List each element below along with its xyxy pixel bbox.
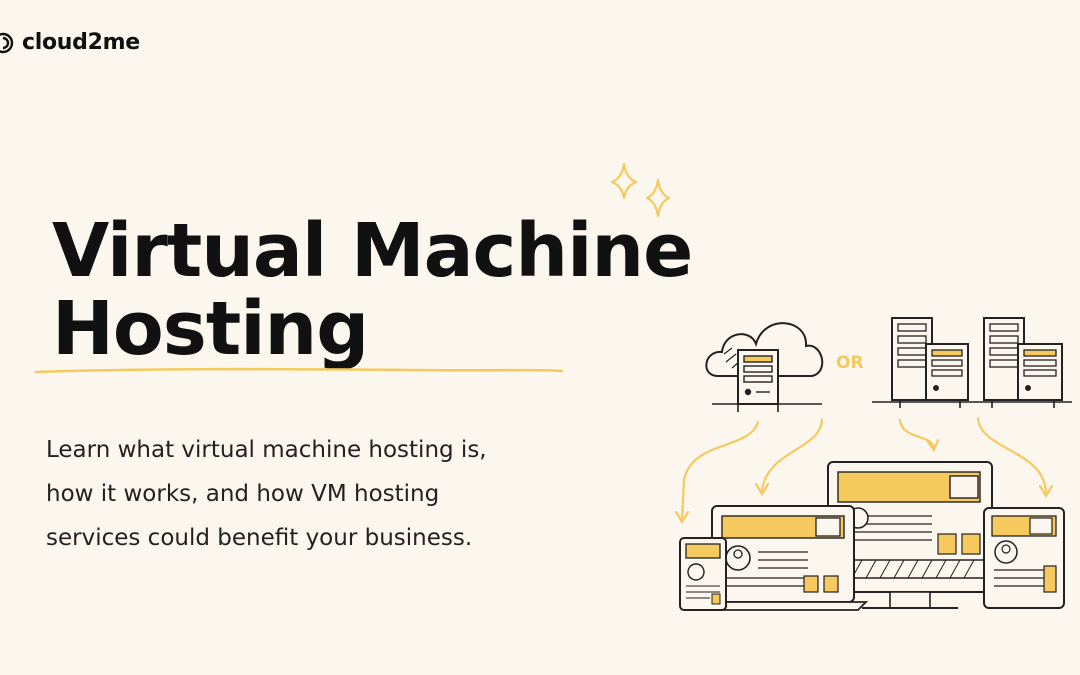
cloud-server-icon <box>705 322 824 412</box>
tablet-icon <box>983 507 1065 609</box>
laptop-icon <box>697 505 869 611</box>
page-title: Virtual Machine Hosting <box>52 208 693 372</box>
title-line-1: Virtual Machine <box>52 208 693 294</box>
brand-name: cloud2me <box>22 30 140 55</box>
phone-icon <box>679 537 727 611</box>
title-underline <box>34 367 564 374</box>
description-line-1: Learn what virtual machine hosting is, <box>46 437 487 463</box>
vm-hosting-illustration: OR <box>610 162 1072 611</box>
description-line-2: how it works, and how VM hosting <box>46 481 440 507</box>
title-line-2: Hosting <box>52 286 369 372</box>
sparkle-icon <box>610 162 671 218</box>
server-rack-icon <box>872 317 1072 408</box>
description-line-3: services could benefit your business. <box>46 525 473 551</box>
cloud2me-logo-icon <box>0 32 14 53</box>
or-label: OR <box>836 353 864 373</box>
hero-description: Learn what virtual machine hosting is, h… <box>46 428 566 560</box>
flow-arrows <box>674 416 1054 525</box>
brand-logo[interactable]: cloud2me <box>0 30 140 55</box>
